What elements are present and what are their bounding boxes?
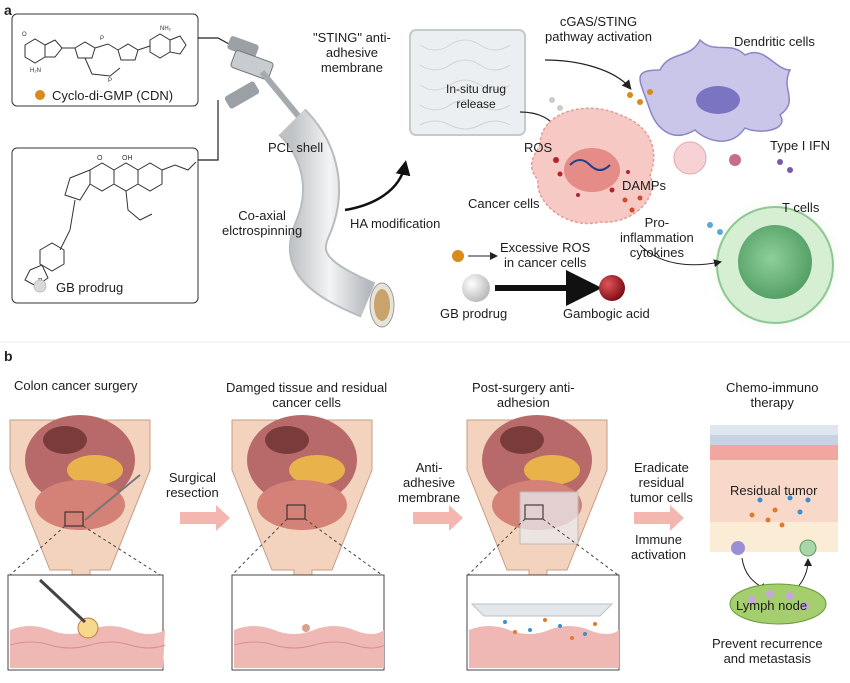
cdn-molecule-box: O H₂N P P NH₂ xyxy=(11,13,199,107)
pink-arrow-3 xyxy=(634,505,684,531)
svg-text:P: P xyxy=(100,36,104,42)
dna-strand xyxy=(569,159,611,171)
arrow3b-label: Immune activation xyxy=(631,532,686,562)
inset-2 xyxy=(231,574,385,671)
cgas-arrow xyxy=(544,59,632,90)
insitu-release-label: In-situ drug release xyxy=(446,82,507,111)
cancer-nucleus xyxy=(564,148,620,192)
svg-text:O: O xyxy=(97,155,103,162)
signal-dots xyxy=(549,89,793,235)
t-cells-label: T cells xyxy=(782,200,820,215)
tcell-icon xyxy=(799,539,817,557)
therapy-dots xyxy=(749,495,811,528)
ha-arrow xyxy=(344,160,411,212)
cancer-cells-label: Cancer cells xyxy=(468,196,540,211)
dendritic-nucleus xyxy=(696,86,740,114)
lymph-node-shape xyxy=(729,583,827,625)
gb-molecule-box: OOH B xyxy=(11,147,199,304)
abdomen-3 xyxy=(466,415,608,581)
gambogic-acid-label: Gambogic acid xyxy=(563,306,650,321)
lymph-node-label: Lymph node xyxy=(736,598,808,613)
panel-a-tag: a xyxy=(4,2,12,18)
svg-text:P: P xyxy=(108,78,112,84)
inset-1 xyxy=(7,574,166,671)
gambogic-acid-ball xyxy=(599,275,625,301)
abdomen-1 xyxy=(9,415,151,581)
gb-prodrug-ball xyxy=(462,274,490,302)
step4-title: Chemo-immuno therapy xyxy=(726,380,819,410)
panel-b-tag: b xyxy=(4,348,13,364)
ifn-cluster xyxy=(729,154,741,166)
svg-text:H₂N: H₂N xyxy=(30,68,41,74)
gb-connector xyxy=(198,100,219,161)
sting-membrane-label: "STING" anti- adhesive membrane xyxy=(313,30,391,75)
abdomen-2 xyxy=(231,415,373,581)
apoptotic-body xyxy=(673,141,707,175)
step2-title: Damged tissue and residual cancer cells xyxy=(226,380,388,410)
arrow2-label: Anti- adhesive membrane xyxy=(398,460,461,505)
cdn-label: Cyclo-di-GMP (CDN) xyxy=(52,88,174,103)
step3-title: Post-surgery anti- adhesion xyxy=(472,380,575,410)
lymph-follicles xyxy=(748,590,809,610)
excess-ros-label: Excessive ROS in cancer cells xyxy=(500,240,591,270)
ros-label: ROS xyxy=(524,140,553,155)
cgas-label: cGAS/STING pathway activation xyxy=(545,14,652,44)
ha-modification-label: HA modification xyxy=(350,216,441,231)
svg-text:OH: OH xyxy=(122,155,133,162)
pcl-shell-label: PCL shell xyxy=(268,140,324,155)
dendritic-label: Dendritic cells xyxy=(734,34,815,49)
dc-icon xyxy=(731,541,745,555)
ros-dots xyxy=(553,157,630,197)
cytokine-arrow xyxy=(639,244,722,268)
zoom-lines xyxy=(9,518,619,576)
t-cell-nucleus xyxy=(738,225,812,299)
coaxial-nozzle xyxy=(224,36,303,120)
coaxial-label: Co-axial elctrospinning xyxy=(222,208,303,238)
arrow3a-label: Eradicate residual tumor cells xyxy=(630,460,693,505)
ros-trigger-dot xyxy=(452,250,464,262)
type1-ifn-label: Type I IFN xyxy=(770,138,830,153)
inset-3 xyxy=(466,574,620,671)
fiber-core xyxy=(374,289,390,321)
pink-arrow-1 xyxy=(180,505,230,531)
sting-membrane xyxy=(409,29,526,136)
svg-text:O: O xyxy=(22,32,27,38)
gb-prodrug-label: GB prodrug xyxy=(56,280,124,295)
proinflammation-label: Pro- inflammation cytokines xyxy=(620,215,694,260)
pink-arrow-2 xyxy=(413,505,463,531)
fiber-tube xyxy=(279,109,375,316)
gb-prodrug-bottom-label: GB prodrug xyxy=(440,306,508,321)
damps-label: DAMPs xyxy=(622,178,667,193)
prevent-label: Prevent recurrence and metastasis xyxy=(712,636,823,666)
residual-tumor-label: Residual tumor xyxy=(730,483,818,498)
svg-text:NH₂: NH₂ xyxy=(160,26,172,32)
step1-title: Colon cancer surgery xyxy=(14,378,138,393)
arrow1-label: Surgical resection xyxy=(166,470,219,500)
